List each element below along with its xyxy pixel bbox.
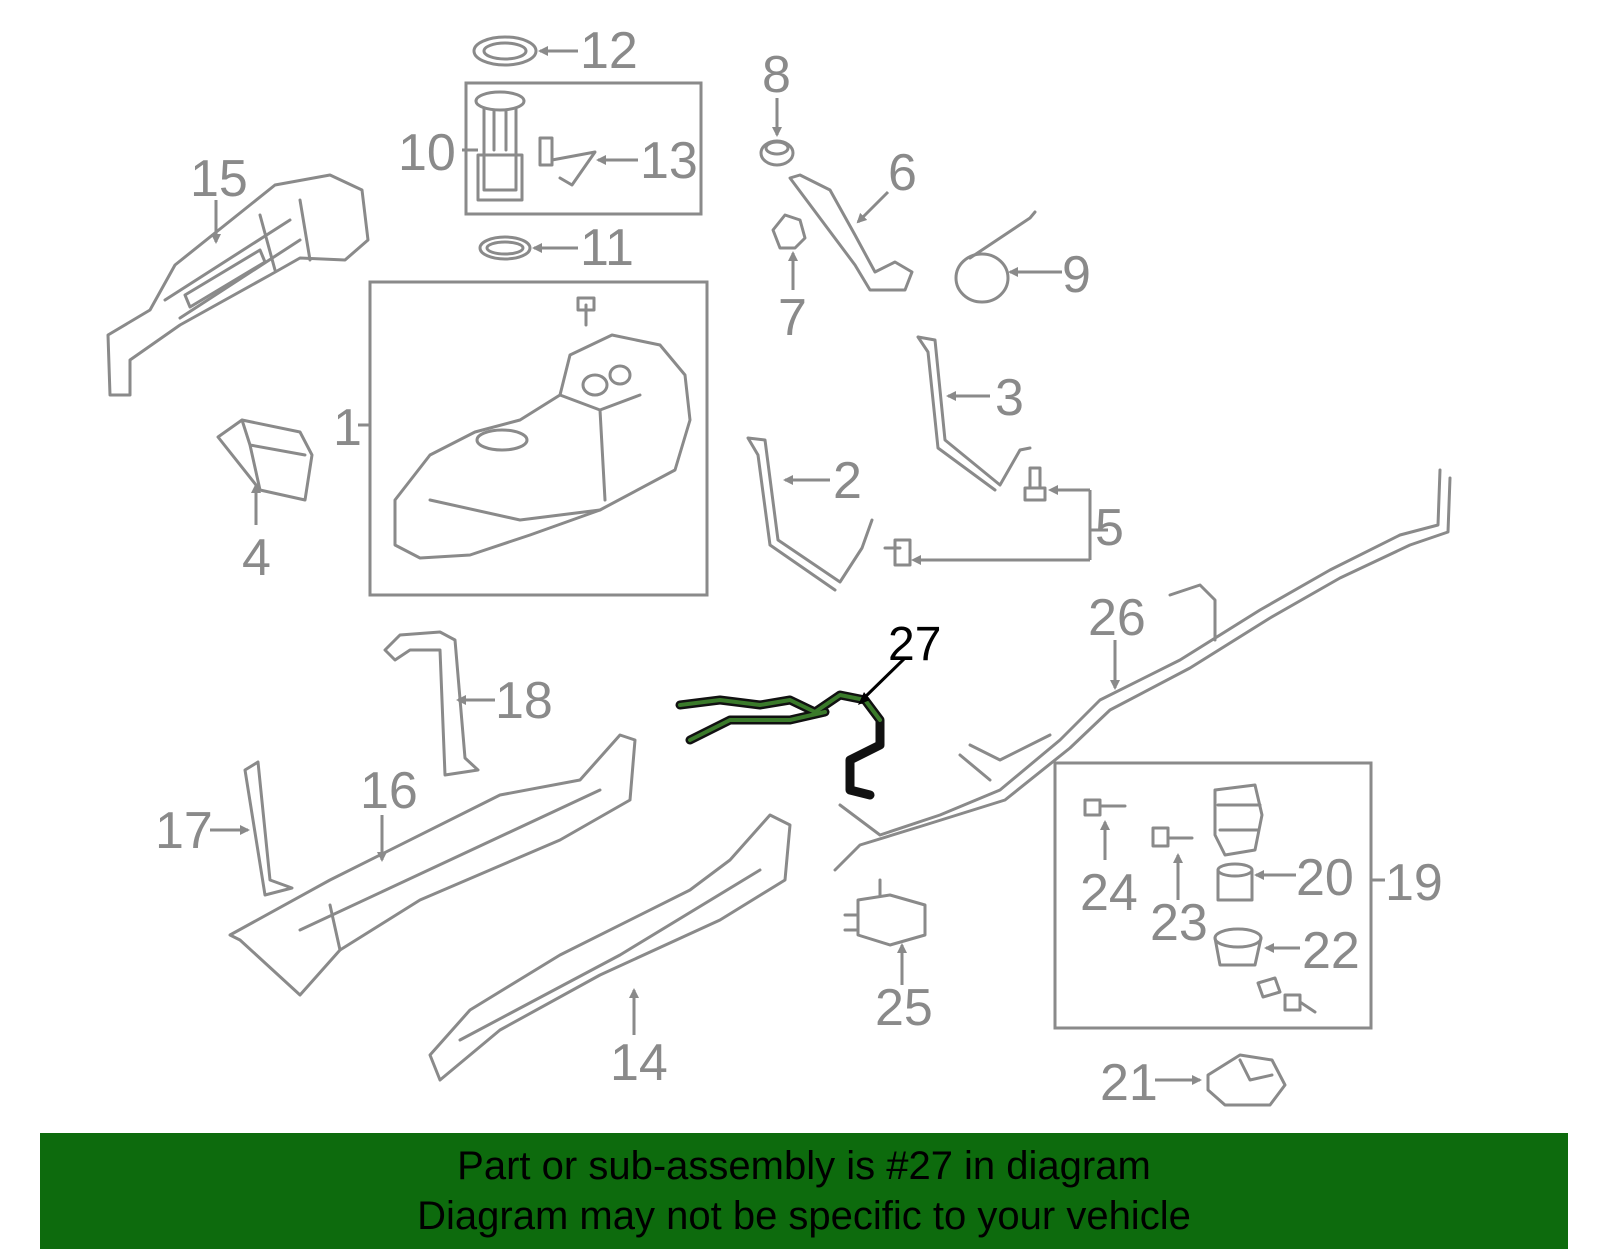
banner-line-1: Part or sub-assembly is #27 in diagram [457, 1144, 1151, 1188]
callout-1: 1 [333, 399, 362, 457]
part-24-bolt [1083, 798, 1127, 817]
leader-5 [915, 488, 1108, 562]
part-clip-and-bolt [1256, 976, 1317, 1014]
callout-15: 15 [190, 150, 248, 208]
part-10-fuel-pump-module [474, 90, 526, 202]
banner-line-2: Diagram may not be specific to your vehi… [417, 1194, 1191, 1238]
callout-6: 6 [888, 144, 917, 202]
part-9-filler-door [954, 210, 1037, 304]
callout-8: 8 [762, 46, 791, 104]
part-25-valve [843, 878, 927, 947]
callout-14: 14 [610, 1034, 668, 1092]
part-5-bolts [883, 466, 1047, 567]
callout-10: 10 [398, 124, 456, 182]
leader-6 [856, 190, 890, 224]
callout-4: 4 [242, 529, 271, 587]
info-banner: Part or sub-assembly is #27 in diagram D… [40, 1133, 1568, 1249]
callout-20: 20 [1296, 849, 1354, 907]
part-11-gasket [478, 235, 532, 261]
callout-3: 3 [995, 369, 1024, 427]
filter-group-box [1053, 761, 1373, 1030]
callout-13: 13 [640, 132, 698, 190]
part-7-clamp [771, 213, 807, 250]
callout-23: 23 [1150, 894, 1208, 952]
callout-21: 21 [1100, 1054, 1158, 1112]
part-22-cap [1213, 927, 1263, 967]
callout-17: 17 [155, 802, 213, 860]
callout-9: 9 [1062, 246, 1091, 304]
part-23-bolt [1151, 826, 1194, 848]
callout-2: 2 [833, 452, 862, 510]
callout-24: 24 [1080, 864, 1138, 922]
part-12-seal-ring [472, 35, 538, 67]
callout-27: 27 [888, 618, 941, 671]
callout-12: 12 [580, 22, 638, 80]
part-15-heat-shield [106, 173, 370, 397]
part-14-skid-plate [428, 813, 792, 1082]
callout-11: 11 [580, 219, 634, 277]
part-4-bracket [216, 418, 314, 502]
part-13-sending-unit [538, 136, 597, 187]
part-18-strap [383, 630, 480, 777]
fuel-tank-box [368, 280, 709, 597]
callout-16: 16 [360, 762, 418, 820]
part-19-filter-housing [1213, 783, 1264, 857]
part-20-filter [1216, 862, 1254, 902]
callout-25: 25 [875, 979, 933, 1037]
part-3-tank-strap [916, 335, 1032, 492]
callout-19: 19 [1385, 854, 1443, 912]
callout-26: 26 [1088, 589, 1146, 647]
callout-18: 18 [495, 672, 553, 730]
part-16-skid-plate [228, 733, 637, 997]
part-21-filter-bracket [1206, 1053, 1287, 1107]
callout-7: 7 [778, 289, 807, 347]
part-27-fuel-line-highlighted [675, 690, 885, 800]
part-1-fuel-tank [393, 296, 692, 560]
part-17-bracket [243, 760, 294, 897]
part-6-filler-pipe [788, 173, 914, 292]
part-26-fuel-lines [833, 468, 1452, 872]
callout-5: 5 [1095, 499, 1124, 557]
part-8-cap [759, 139, 795, 167]
callout-22: 22 [1302, 922, 1360, 980]
part-2-tank-strap [746, 436, 874, 592]
leader-27 [860, 656, 907, 702]
